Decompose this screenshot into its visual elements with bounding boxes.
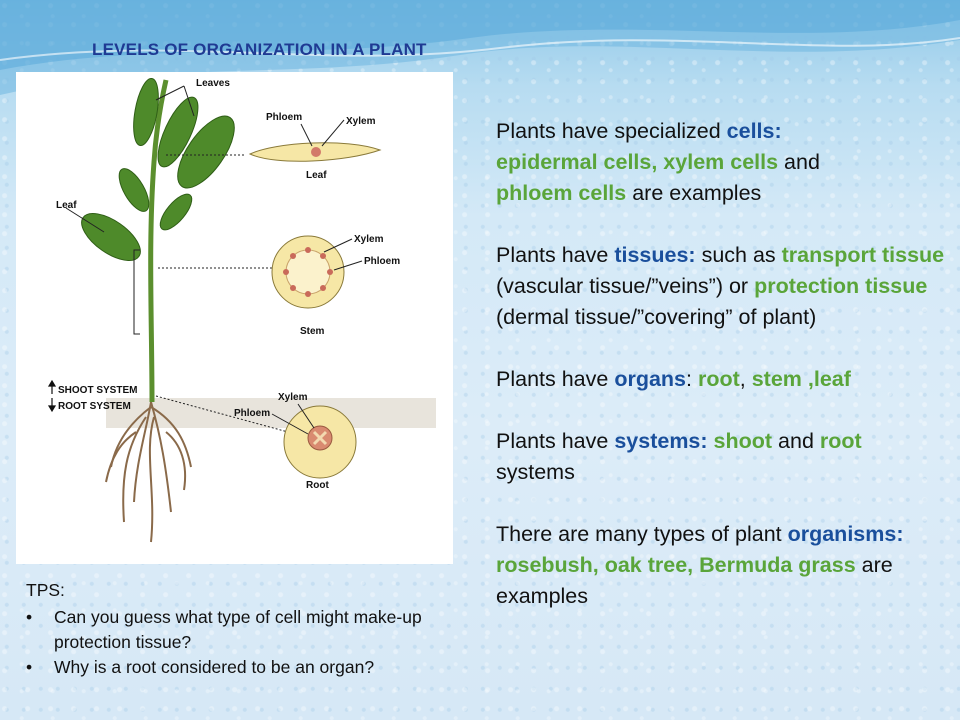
label-xylem-stem: Xylem <box>354 234 384 245</box>
system-arrows <box>47 379 57 413</box>
keyword-organisms: organisms: <box>787 522 904 546</box>
text: , <box>739 367 752 391</box>
tps-list: Can you guess what type of cell might ma… <box>26 605 446 680</box>
plant-illustration: Leaves Leaf Phloem Xylem Leaf Xylem Phlo… <box>47 77 436 543</box>
text: (vascular tissue/”veins”) or <box>496 274 755 298</box>
text: Plants have <box>496 243 615 267</box>
keyword-root: root <box>697 367 740 391</box>
label-phloem-root: Phloem <box>234 408 270 419</box>
root-cross-section <box>283 405 357 479</box>
label-phloem-stem: Phloem <box>364 256 400 267</box>
label-shoot-system: SHOOT SYSTEM <box>58 385 137 396</box>
keyword-protection-tissue: protection tissue <box>754 274 928 298</box>
tps-heading: TPS: <box>26 580 65 600</box>
text: systems <box>496 460 575 484</box>
keyword-tissues: tissues: <box>614 243 696 267</box>
keyword-root-system: root <box>819 429 862 453</box>
text: Plants have <box>496 367 615 391</box>
slide-title: LEVELS OF ORGANIZATION IN A PLANT <box>92 40 427 59</box>
paragraph-tissues: Plants have tissues: such as transport t… <box>496 240 956 333</box>
leaves-drawing <box>81 77 235 261</box>
tps-question: Can you guess what type of cell might ma… <box>26 605 446 655</box>
text: and <box>778 150 820 174</box>
label-leaves: Leaves <box>196 78 230 89</box>
label-phloem-leaf: Phloem <box>266 112 302 123</box>
text: are examples <box>496 553 893 608</box>
header-wave-decoration <box>0 0 960 95</box>
keyword-epidermal-xylem: epidermal cells, xylem cells <box>496 150 779 174</box>
text: and <box>772 429 820 453</box>
paragraph-cells: Plants have specialized cells: epidermal … <box>496 116 956 209</box>
text: There are many types of plant <box>496 522 788 546</box>
text: Plants have specialized <box>496 119 727 143</box>
text: Plants have <box>496 429 615 453</box>
soil-band <box>106 398 436 428</box>
stem-cross-section <box>271 235 345 309</box>
keyword-stem-leaf: stem ,leaf <box>751 367 851 391</box>
keyword-phloem-cells: phloem cells <box>496 181 627 205</box>
paragraph-organs: Plants have organs: root, stem ,leaf <box>496 364 956 395</box>
text: : <box>686 367 698 391</box>
paragraph-systems: Plants have systems: shoot and root syst… <box>496 426 956 488</box>
label-root: Root <box>306 480 329 491</box>
text: such as <box>695 243 782 267</box>
label-root-system: ROOT SYSTEM <box>58 401 131 412</box>
label-xylem-root: Xylem <box>278 392 308 403</box>
plant-diagram: Leaves Leaf Phloem Xylem Leaf Xylem Phlo… <box>16 72 453 564</box>
paragraph-organisms: There are many types of plant organisms:… <box>496 519 956 612</box>
tps-box: TPS: Can you guess what type of cell mig… <box>26 578 446 680</box>
tps-question: Why is a root considered to be an organ? <box>26 655 446 680</box>
label-leaf: Leaf <box>56 200 77 211</box>
keyword-cells: cells: <box>726 119 782 143</box>
keyword-organism-examples: rosebush, oak tree, Bermuda grass <box>496 553 856 577</box>
keyword-shoot: shoot <box>713 429 773 453</box>
plant-stem <box>148 79 169 403</box>
keyword-transport-tissue: transport tissue <box>781 243 945 267</box>
text: (dermal tissue/”covering” of plant) <box>496 305 817 329</box>
keyword-systems: systems: <box>614 429 708 453</box>
label-xylem-leaf: Xylem <box>346 116 376 127</box>
leaf-cross-section <box>248 142 382 162</box>
label-stem: Stem <box>300 326 325 337</box>
main-text: Plants have specialized cells: epidermal … <box>496 116 956 612</box>
label-leaf-section: Leaf <box>306 170 327 181</box>
text: are examples <box>626 181 762 205</box>
root-system-drawing <box>105 401 192 543</box>
keyword-organs: organs <box>614 367 687 391</box>
